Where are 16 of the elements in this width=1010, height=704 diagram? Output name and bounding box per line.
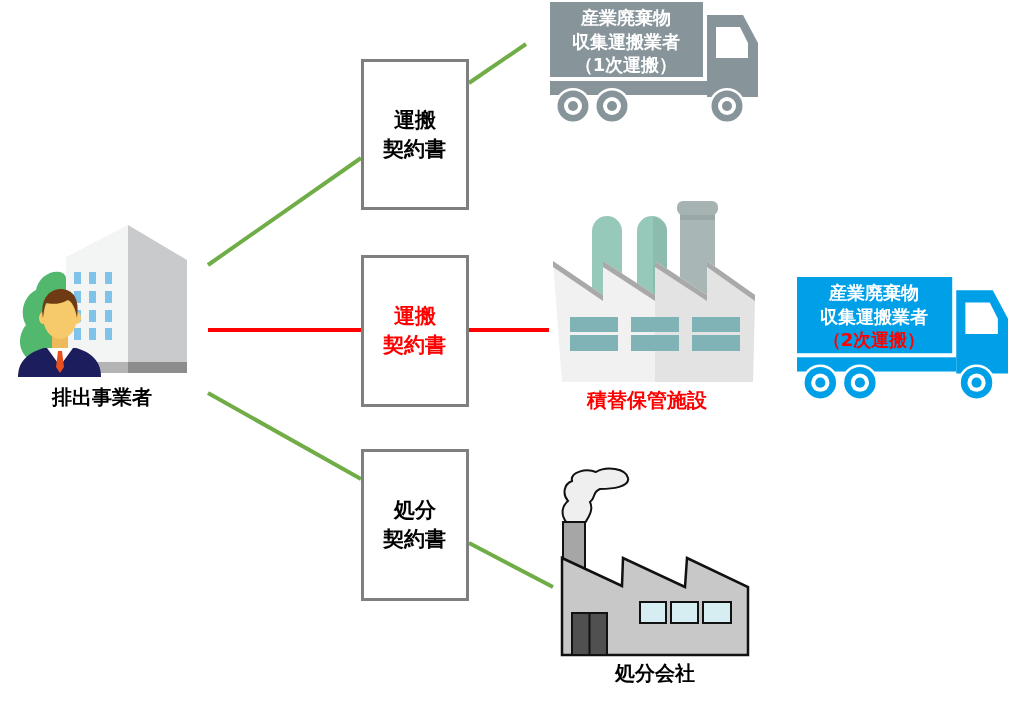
connector-line <box>208 328 361 332</box>
truck-label: 産業廃棄物収集運搬業者 <box>571 6 681 54</box>
truck-label: （2次運搬） <box>822 328 926 352</box>
connector-line <box>206 156 363 267</box>
connector-line <box>467 42 528 85</box>
node-label: 排出事業者 <box>52 385 152 409</box>
connector-line <box>468 541 554 589</box>
node-label: 処分会社 <box>615 661 695 685</box>
connector-line <box>469 328 549 332</box>
truck-label: 産業廃棄物収集運搬業者 <box>819 281 930 329</box>
connector-line <box>207 391 362 481</box>
truck-label: （1次運搬） <box>574 53 678 77</box>
node-label: 積替保管施設 <box>587 388 707 412</box>
contract-box: 処分契約書 <box>361 449 469 601</box>
contract-box: 運搬契約書 <box>361 255 469 407</box>
contract-box: 運搬契約書 <box>361 59 469 210</box>
